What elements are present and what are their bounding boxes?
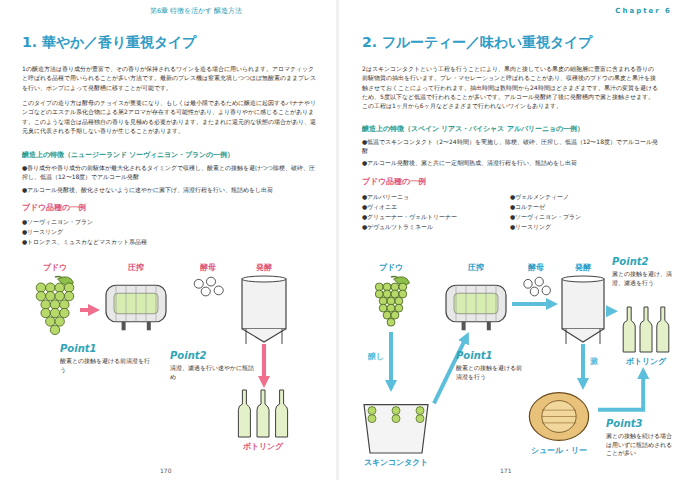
process-step: 圧搾 xyxy=(100,262,172,332)
point-text: 酸素との接触を避ける前清澄を行う xyxy=(456,364,524,381)
step-label: 発酵 xyxy=(574,262,592,273)
point-heading: Point3 xyxy=(606,418,672,430)
running-header: Chapter 6 xyxy=(588,6,672,17)
bullet-text: ●低温でスキンコンタクト（2〜24時間）を実施し、除梗、破砕、圧搾し、低温（12… xyxy=(362,137,658,156)
step-label: ブドウ xyxy=(42,262,68,273)
point-heading: Point2 xyxy=(612,256,672,268)
process-step: ブドウ xyxy=(30,262,80,342)
step-label: 発酵 xyxy=(255,262,273,273)
subheading: ブドウ品種の一例 xyxy=(362,176,562,188)
step-label: 圧搾 xyxy=(467,262,485,273)
variety-item: ●トロンテス、ミュスカなどマスカット系品種 xyxy=(22,237,272,246)
page-number: 170 xyxy=(160,466,190,475)
subheading: ブドウ品種の一例 xyxy=(22,202,222,214)
yeast-drawing xyxy=(524,277,551,296)
tank-drawing xyxy=(242,276,286,344)
flow-arrow xyxy=(512,302,548,306)
variety-item: ●ヴェルメンティーノ xyxy=(510,192,660,201)
body-text: このタイプの造り方は酵母のチョイスが重要になり、もしくは最小限であるために醸造に… xyxy=(22,98,318,135)
point-heading: Point1 xyxy=(456,350,526,362)
process-step: ボトリング xyxy=(232,388,294,452)
edge-label: 醸し xyxy=(367,351,385,362)
variety-item: ●リースリング xyxy=(510,222,660,231)
flow-arrow xyxy=(598,377,643,410)
step-label: ボトリング xyxy=(242,441,284,452)
page-number: 171 xyxy=(500,466,530,475)
bullet-text: ●アルコール発酵後、酸化させないように速やかに澱下げ、清澄行程を行い、瓶詰めをし… xyxy=(22,185,318,194)
step-label: 酵母 xyxy=(199,262,217,273)
section-title: 2. フルーティー／味わい重視タイプ xyxy=(362,33,662,51)
step-label: 酵母 xyxy=(527,262,545,273)
subheading: 醸造上の特徴（ニュージーランド ソーヴィニヨン・ブランの一例） xyxy=(22,150,322,161)
process-step: 発酵 xyxy=(558,262,608,344)
variety-item: ●グリューナー・ヴェルトリーナー xyxy=(362,212,507,221)
point-heading: Point2 xyxy=(170,350,255,362)
barrel-drawing xyxy=(529,393,588,441)
yeast-drawing xyxy=(194,277,223,296)
press-drawing xyxy=(446,285,506,330)
flow-arrow xyxy=(389,332,393,382)
point-text: 澱との接触を続ける場合は用いずに瓶詰めされることが多い xyxy=(606,432,672,458)
bullet-text: ●香り成分や香り成分の前駆体が最大化されるタイミングで収穫し、酸素との接触を避け… xyxy=(22,163,318,182)
step-label: スキンコンタクト xyxy=(363,457,429,468)
process-step: ブドウ xyxy=(365,262,417,332)
process-step: 圧搾 xyxy=(440,262,512,332)
bucket-drawing xyxy=(364,405,428,453)
process-step: 酵母 xyxy=(190,262,225,297)
press-drawing xyxy=(106,285,166,330)
point-text: 澱との接触を避け、清澄、濾過を行う xyxy=(612,270,672,287)
body-text: 2はスキンコンタクトという工程を行うことにより、果肉と接している果皮の細胞層に豊… xyxy=(362,64,658,110)
process-step: スキンコンタクト xyxy=(358,392,434,468)
gutter xyxy=(336,0,339,480)
bottles-drawing xyxy=(238,390,287,437)
point-text: 酸素との接触を避ける前清澄を行う xyxy=(60,357,155,374)
grapes-drawing xyxy=(36,277,74,335)
flow-arrow xyxy=(262,344,266,378)
bullet-text: ●アルコール発酵後、澱と共に一定期間熟成、清澄行程を行い、瓶詰めをし出荷 xyxy=(362,158,658,167)
step-label: シュール・リー xyxy=(530,445,588,456)
section-title: 1. 華やか／香り重視タイプ xyxy=(22,33,322,51)
variety-item: ●ヴィオニエ xyxy=(362,202,507,211)
bottles-drawing xyxy=(623,307,669,352)
variety-item: ●ゲヴュルツトラミネール xyxy=(362,222,507,231)
point-heading: Point1 xyxy=(60,343,155,355)
variety-item: ●ソーヴィニヨン・ブラン xyxy=(510,212,660,221)
point-text: 清澄、濾過を行い速やかに瓶詰め xyxy=(170,364,255,381)
body-text: 1の醸造方法は香り成分が豊富で、その香りが保持されるワインを造る場合に用いられま… xyxy=(22,64,318,92)
subheading: 醸造上の特徴（スペイン リアス・バイシャス アルバリーニョの一例） xyxy=(362,124,662,135)
process-step: 発酵 xyxy=(238,262,290,344)
step-label: ボトリング xyxy=(625,356,667,367)
flow-arrow xyxy=(581,344,585,380)
process-step: 酵母 xyxy=(520,262,552,297)
edge-label: 澱 xyxy=(589,356,599,367)
variety-item: ●ソーヴィニヨン・ブラン xyxy=(22,217,272,226)
process-step: ボトリング xyxy=(618,305,674,367)
tank-drawing xyxy=(562,276,604,344)
step-label: ブドウ xyxy=(378,262,404,273)
grapes-drawing xyxy=(375,277,409,327)
variety-item: ●リースリング xyxy=(22,227,272,236)
variety-item: ●アルバリーニョ xyxy=(362,192,507,201)
flow-arrow xyxy=(80,308,90,312)
step-label: 圧搾 xyxy=(127,262,145,273)
variety-item: ●コルテーゼ xyxy=(510,202,660,211)
process-step: シュール・リー xyxy=(520,390,598,456)
running-header: 第6章 特徴を活かす 醸造方法 xyxy=(150,6,330,16)
